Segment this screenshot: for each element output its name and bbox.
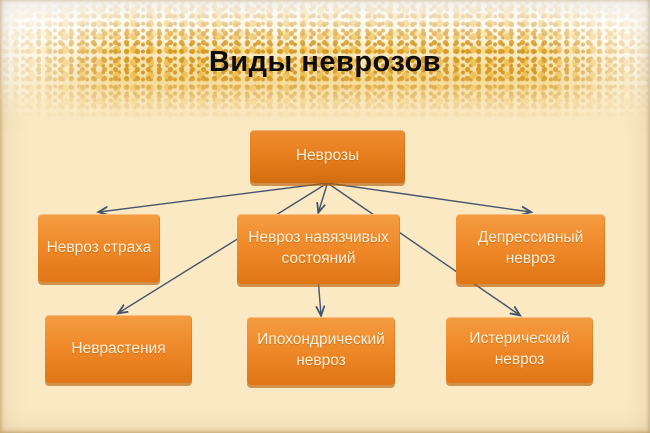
slide-title: Виды неврозов (208, 46, 442, 78)
foam-texture (0, 0, 650, 130)
node-label: Истерический невроз (469, 330, 570, 368)
node-label: Неврозы (295, 147, 360, 165)
node-label: Депрессивный невроз (477, 229, 584, 267)
node-fear-neurosis: Невроз страха (38, 214, 160, 282)
node-hypochondriac-neurosis: Ипохондрический невроз (247, 317, 395, 385)
node-obsessive-neurosis: Невроз навязчивых состояний (237, 214, 400, 284)
node-label: Неврастения (71, 339, 166, 357)
node-label: Ипохондрический невроз (257, 331, 385, 369)
node-label: Невроз навязчивых состояний (248, 229, 389, 267)
node-depressive-neurosis: Депрессивный невроз (456, 214, 605, 284)
node-hysterical-neurosis: Истерический невроз (446, 317, 593, 383)
node-neuroses-root: Неврозы (250, 130, 405, 183)
node-neurasthenia: Неврастения (45, 315, 192, 383)
node-label: Невроз страха (46, 238, 152, 256)
